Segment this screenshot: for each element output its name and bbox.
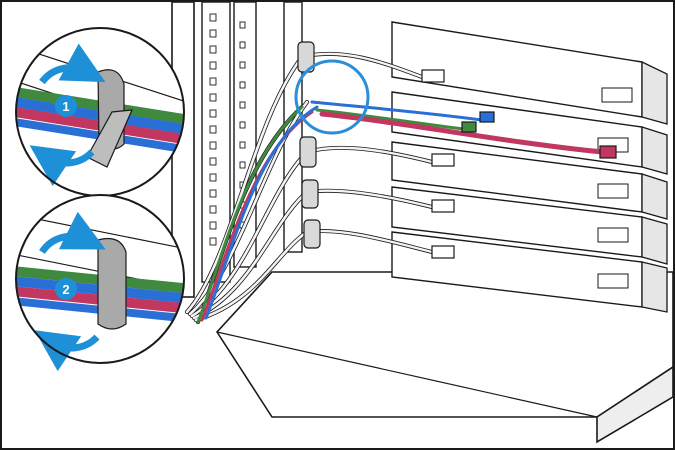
detail-callout-2: 2 bbox=[15, 194, 185, 372]
detail-callout-1: 1 bbox=[15, 27, 185, 197]
step-number-2: 2 bbox=[62, 282, 69, 297]
rotation-arrow-icon bbox=[34, 330, 100, 372]
cable-bundle bbox=[184, 51, 605, 325]
callout-circle bbox=[294, 59, 370, 135]
server-stack bbox=[391, 21, 668, 313]
step-badge-1 bbox=[55, 95, 77, 117]
rotation-arrow-icon bbox=[29, 145, 95, 187]
step-number-1: 1 bbox=[62, 99, 69, 114]
power-connector bbox=[421, 69, 617, 259]
hook-and-loop-strap bbox=[97, 237, 127, 330]
floor-shelf bbox=[215, 271, 673, 444]
rotation-arrow-icon bbox=[39, 211, 106, 255]
server-unit bbox=[391, 21, 668, 125]
rotation-arrow-icon bbox=[39, 43, 106, 85]
step-badge-2 bbox=[55, 278, 77, 300]
hook-and-loop-strap bbox=[297, 41, 321, 249]
